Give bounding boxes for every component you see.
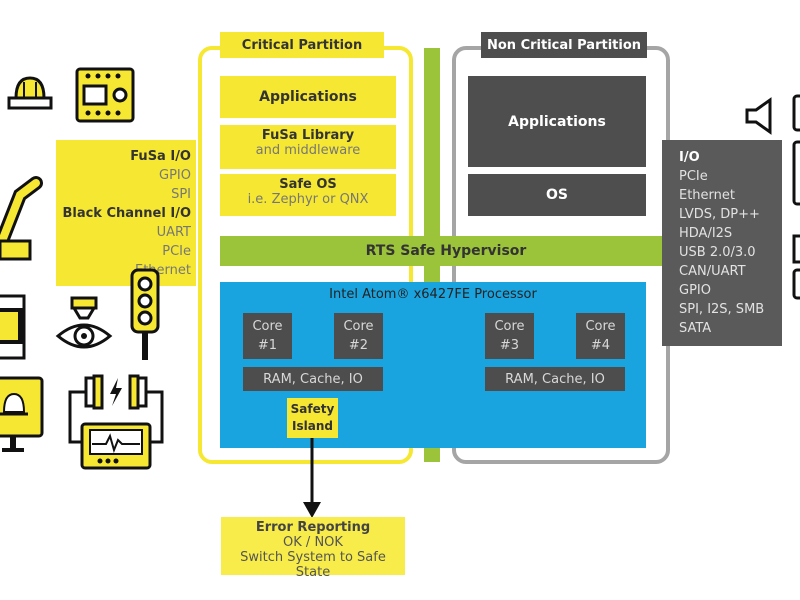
core-4: Core #4: [576, 313, 625, 359]
black-channel-heading: Black Channel I/O: [62, 206, 191, 221]
control-panel-icon: [75, 67, 135, 123]
device-icon: [792, 94, 800, 300]
processor-title: Intel Atom® x6427FE Processor: [329, 287, 537, 302]
error-arrow: [303, 438, 321, 518]
io-item: LVDS, DP++: [679, 207, 760, 222]
io-item: SPI, I2S, SMB: [679, 302, 765, 317]
io-panel: I/O PCIe Ethernet LVDS, DP++ HDA/I2S USB…: [662, 140, 782, 346]
non-critical-os-box: OS: [468, 174, 646, 216]
black-channel-item: PCIe: [162, 244, 191, 259]
processor-box: Intel Atom® x6427FE Processor: [220, 282, 646, 448]
non-critical-applications-box: Applications: [468, 76, 646, 167]
machine-icon: [0, 294, 26, 360]
robot-arm-icon: [0, 176, 43, 261]
fusa-io-heading: FuSa I/O: [130, 149, 191, 164]
safety-island: Safety Island: [287, 398, 338, 438]
core-3: Core #3: [485, 313, 534, 359]
fusa-io-item: SPI: [171, 187, 191, 202]
core-1: Core #1: [243, 313, 292, 359]
non-critical-partition-title: Non Critical Partition: [481, 32, 647, 58]
black-channel-item: Ethernet: [135, 263, 191, 278]
ram-cache-io-left: RAM, Cache, IO: [243, 367, 383, 391]
io-heading: I/O: [679, 150, 700, 165]
eye-sensor-icon: [55, 296, 113, 349]
black-channel-item: UART: [156, 225, 191, 240]
hypervisor-bar: RTS Safe Hypervisor: [220, 236, 672, 266]
io-item: CAN/UART: [679, 264, 746, 279]
fusa-io-item: GPIO: [159, 168, 191, 183]
error-reporting-title: Error Reporting: [255, 520, 371, 535]
error-reporting-box: Error Reporting OK / NOK Switch System t…: [221, 517, 405, 580]
safe-os-sub: i.e. Zephyr or QNX: [247, 192, 369, 207]
io-item: SATA: [679, 321, 712, 336]
fusa-library-title: FuSa Library: [261, 128, 355, 143]
fusa-io-panel: FuSa I/O GPIO SPI Black Channel I/O UART…: [56, 140, 196, 286]
critical-applications-box: Applications: [220, 76, 396, 118]
io-item: USB 2.0/3.0: [679, 245, 756, 260]
error-reporting-line2: Switch System to Safe State: [240, 550, 386, 580]
traffic-light-icon: [130, 268, 160, 360]
speaker-icon: [745, 97, 772, 135]
critical-partition-title: Critical Partition: [220, 32, 384, 58]
warning-light-icon: [7, 76, 53, 110]
safe-os-title: Safe OS: [279, 177, 337, 192]
fusa-library-box: FuSa Library and middleware: [220, 125, 396, 169]
io-item: PCIe: [679, 169, 708, 184]
io-item: HDA/I2S: [679, 226, 733, 241]
safe-os-box: Safe OS i.e. Zephyr or QNX: [220, 174, 396, 216]
io-item: Ethernet: [679, 188, 735, 203]
error-reporting-line1: OK / NOK: [283, 535, 343, 550]
alarm-monitor-icon: [0, 376, 44, 452]
ram-cache-io-right: RAM, Cache, IO: [485, 367, 625, 391]
plug-monitor-icon: [68, 374, 164, 470]
io-item: GPIO: [679, 283, 711, 298]
core-2: Core #2: [334, 313, 383, 359]
fusa-library-sub: and middleware: [255, 143, 361, 158]
